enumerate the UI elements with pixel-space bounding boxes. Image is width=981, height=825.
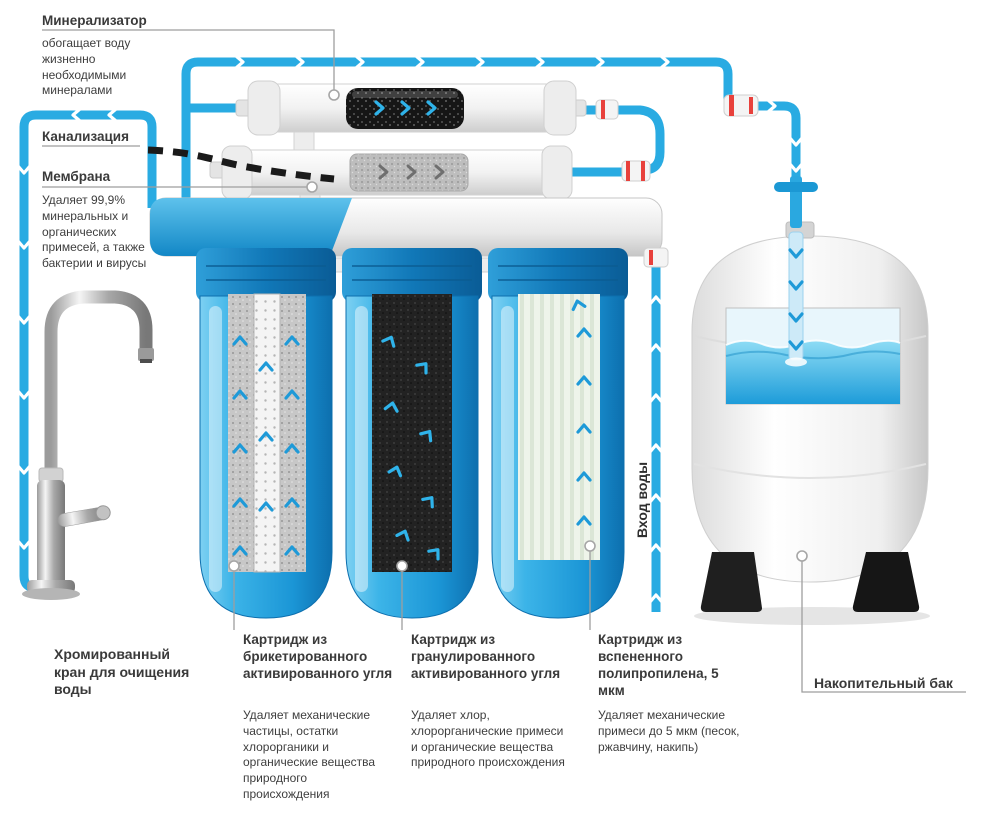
drain-line xyxy=(147,146,335,183)
mineralizer-label: Минерализатор xyxy=(42,13,147,28)
cartridge-granular-carbon-label: Картридж из гранулированного активирован… xyxy=(411,632,561,681)
faucet-label: Хромированный кран для очищения воды xyxy=(54,646,190,697)
storage-tank xyxy=(691,221,930,625)
mineralizer-cartridge xyxy=(235,80,587,136)
filter-manifold xyxy=(149,197,663,273)
tube-fittings xyxy=(595,94,759,268)
tank-inlet-valve xyxy=(774,176,818,367)
cartridge-polypropylene-label: Картридж из вспененного полипропилена, 5… xyxy=(598,632,719,698)
filter-housing-polypropylene xyxy=(488,248,628,619)
cartridge-carbon-block-description: Удаляет механические частицы, остатки хл… xyxy=(243,708,376,802)
mineralizer-description: обогащает воду жизненно необходимыми мин… xyxy=(42,36,131,98)
storage-tank-label: Накопительный бак xyxy=(814,675,953,691)
leader-dots xyxy=(228,89,808,572)
membrane-housing xyxy=(209,145,573,200)
membrane-label: Мембрана xyxy=(42,169,111,184)
membrane-description: Удаляет 99,9% минеральных и органических… xyxy=(42,193,147,271)
water-inlet-label: Вход воды xyxy=(634,461,650,538)
faucet xyxy=(22,290,154,600)
cartridge-polypropylene-description: Удаляет механические примеси до 5 мкм (п… xyxy=(598,708,740,754)
cartridge-carbon-block-label: Картридж из брикетированного активирован… xyxy=(243,632,393,681)
filter-housing-granular-carbon xyxy=(342,248,482,619)
drain-label: Канализация xyxy=(42,129,129,144)
leader-lines xyxy=(42,29,966,693)
cartridge-granular-carbon-description: Удаляет хлор, хлорорганические примеси и… xyxy=(411,708,565,770)
